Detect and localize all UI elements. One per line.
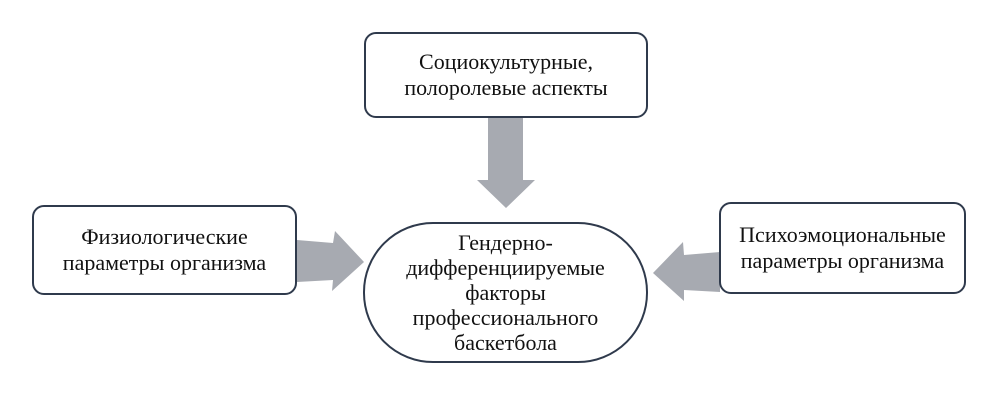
node-text-line: Физиологические [81, 224, 248, 249]
node-text-line: дифференциируемые [406, 255, 605, 280]
node-text-line: баскетбола [454, 330, 557, 355]
node-text-line: Психоэмоциональные [739, 222, 946, 247]
node-text-line: факторы [465, 280, 546, 305]
node-text-line: параметры организма [62, 250, 267, 275]
node-text-line: Гендерно- [458, 230, 553, 255]
node-text-line: профессионального [412, 305, 599, 330]
node-text-line: Социокультурные, [419, 49, 593, 74]
arrow-right-left-to-center [297, 231, 364, 291]
node-sociocultural: Социокультурные, полоролевые аспекты [364, 32, 648, 118]
node-physiological: Физиологические параметры организма [32, 205, 297, 295]
node-text-line: полоролевые аспекты [404, 75, 608, 100]
arrow-down-top-to-center [477, 118, 535, 208]
node-psychoemotional: Психоэмоциональные параметры организма [719, 202, 966, 294]
node-text-line: параметры организма [740, 248, 945, 273]
arrow-left-right-to-center [653, 242, 720, 301]
node-gender-factors: Гендерно- дифференциируемые факторы проф… [363, 222, 648, 363]
